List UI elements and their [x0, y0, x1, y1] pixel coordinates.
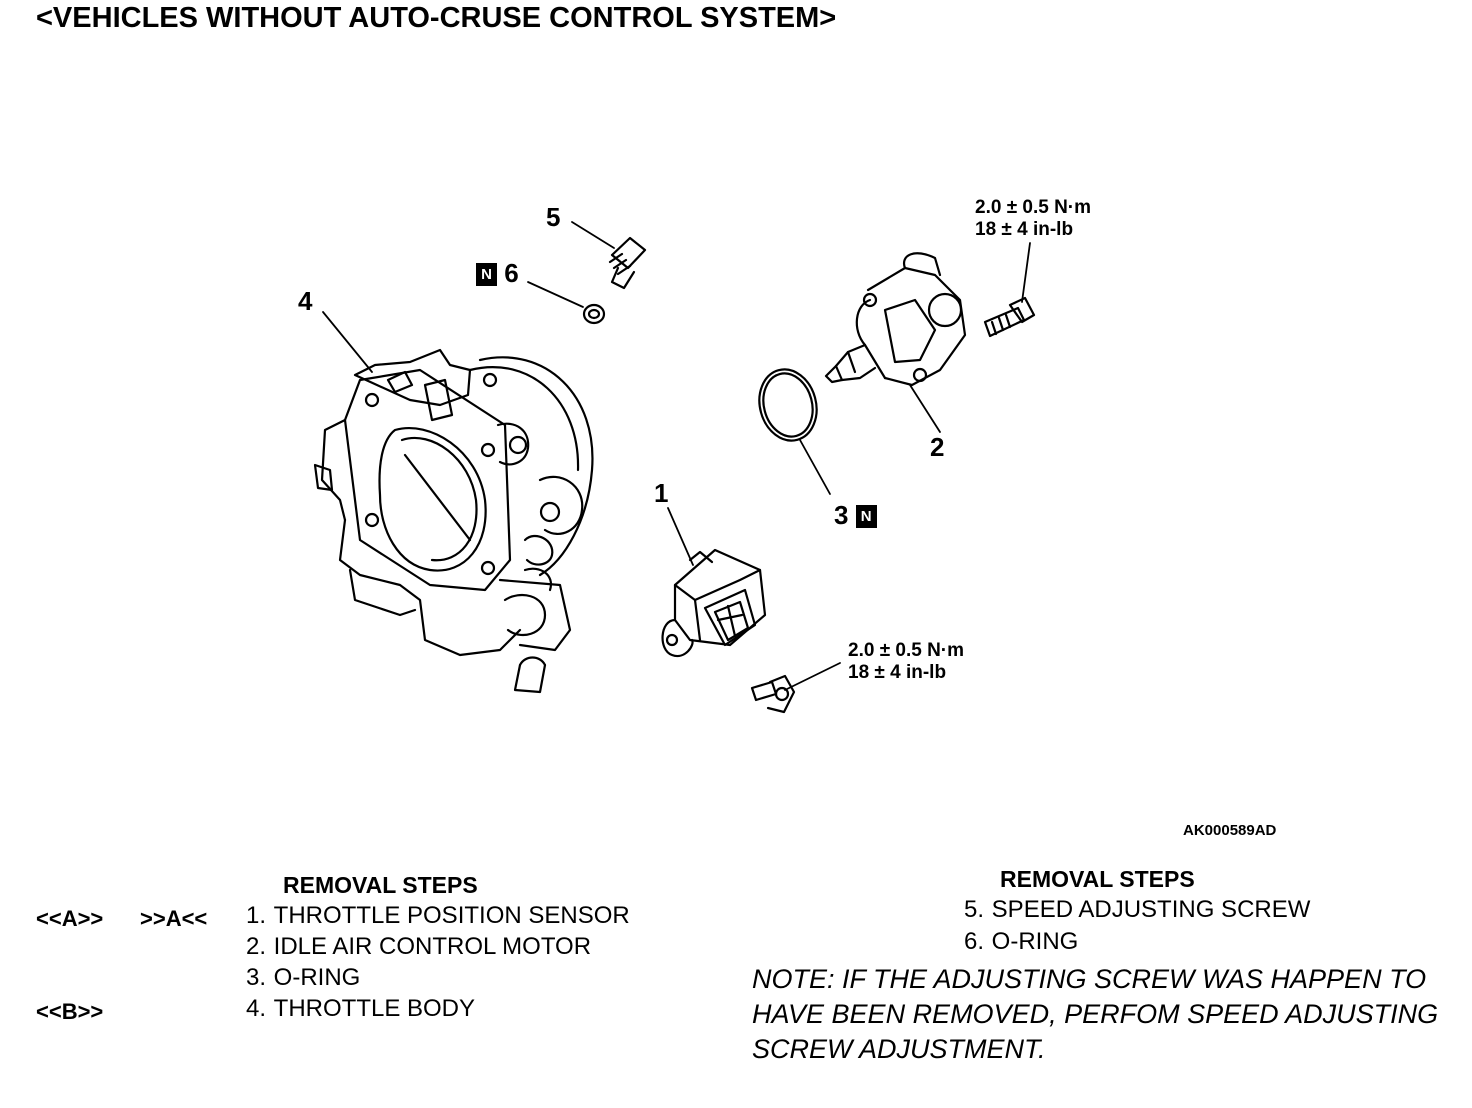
leader-line-3	[799, 439, 831, 495]
callout-5: 5	[546, 202, 561, 232]
torque-nm: 2.0 ± 0.5 N·m	[848, 640, 965, 661]
torque-inlb: 18 ± 4 in-lb	[848, 662, 947, 683]
figure-id: AK000589AD	[1183, 822, 1277, 839]
bolt-idle-motor-illustration	[983, 296, 1036, 338]
new-part-badge: N	[476, 263, 497, 286]
step-text: O-RING	[273, 964, 361, 991]
step-row: 5. SPEED ADJUSTING SCREW	[946, 896, 1310, 924]
callout-6-number: 6	[504, 258, 519, 288]
step-number: 2.	[245, 933, 266, 960]
step-row: 2. IDLE AIR CONTROL MOTOR	[228, 933, 591, 961]
step-row: 4. THROTTLE BODY	[228, 995, 475, 1023]
callout-6: N 6	[476, 260, 519, 286]
step-number: 1.	[245, 902, 266, 929]
step-text: O-RING	[991, 928, 1079, 955]
torque-spec-top: 2.0 ± 0.5 N·m 18 ± 4 in-lb	[975, 197, 1091, 241]
callout-3: 3 N	[834, 502, 877, 528]
leader-line-2	[909, 384, 941, 433]
leader-line-1	[667, 507, 694, 566]
torque-spec-bottom: 2.0 ± 0.5 N·m 18 ± 4 in-lb	[848, 640, 964, 684]
callout-3-number: 3	[834, 500, 849, 530]
step-row: 6. O-RING	[946, 928, 1078, 956]
step-number: 4.	[245, 995, 266, 1022]
o-ring-small-illustration	[582, 303, 606, 325]
ref-1b: >>A<<	[140, 906, 208, 931]
leader-line-5	[571, 221, 615, 249]
bolt-sensor-illustration	[750, 674, 796, 714]
step-text: THROTTLE BODY	[273, 995, 476, 1022]
leader-line-6	[527, 281, 584, 308]
step-number: 6.	[963, 928, 984, 955]
o-ring-large-illustration	[758, 368, 818, 442]
step-number: 5.	[963, 896, 984, 923]
step-row: 3. O-RING	[228, 964, 360, 992]
speed-adjusting-screw-illustration	[608, 236, 647, 290]
callout-2: 2	[930, 432, 945, 462]
step-row: 1. THROTTLE POSITION SENSOR	[228, 902, 630, 930]
step-number: 3.	[245, 964, 266, 991]
throttle-body-illustration	[313, 348, 594, 694]
step-text: IDLE AIR CONTROL MOTOR	[273, 933, 592, 960]
removal-steps-heading-left: REMOVAL STEPS	[283, 872, 478, 898]
leader-line-4	[322, 311, 373, 373]
step-text: SPEED ADJUSTING SCREW	[991, 896, 1311, 923]
torque-inlb: 18 ± 4 in-lb	[975, 219, 1074, 240]
leader-line-torque-top	[1021, 242, 1031, 303]
leader-line-torque-bottom	[784, 662, 841, 691]
new-part-badge: N	[855, 505, 877, 528]
callout-4: 4	[298, 286, 313, 316]
adjustment-note: NOTE: IF THE ADJUSTING SCREW WAS HAPPEN …	[752, 964, 1439, 1064]
torque-nm: 2.0 ± 0.5 N·m	[975, 197, 1092, 218]
ref-1a: <<A>>	[36, 906, 104, 931]
page-title: <VEHICLES WITHOUT AUTO-CRUSE CONTROL SYS…	[36, 2, 837, 34]
idle-air-control-motor-illustration	[824, 252, 967, 387]
throttle-position-sensor-illustration	[661, 548, 767, 658]
callout-1: 1	[654, 478, 669, 508]
ref-4: <<B>>	[36, 999, 104, 1024]
step-text: THROTTLE POSITION SENSOR	[273, 902, 630, 929]
removal-steps-heading-right: REMOVAL STEPS	[1000, 866, 1195, 892]
